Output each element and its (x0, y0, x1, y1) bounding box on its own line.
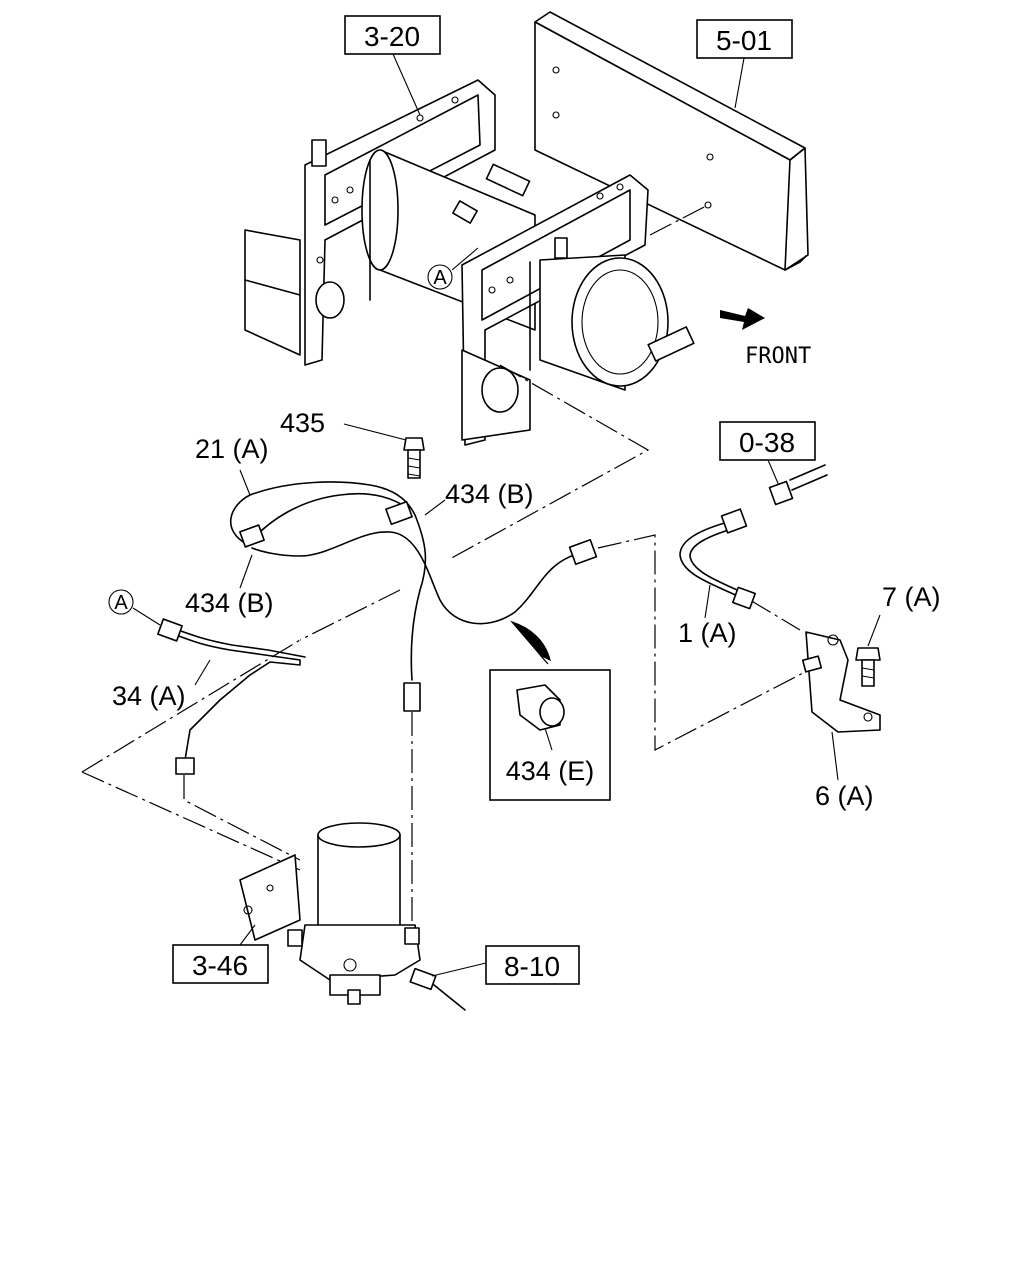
rear-air-tank-bracket (244, 79, 496, 366)
svg-text:5-01: 5-01 (716, 25, 772, 56)
air-dryer (239, 822, 421, 1005)
ref-box-5-01: 5-01 (696, 19, 793, 109)
pipe-1a: 1 (A) (678, 508, 756, 648)
centerline (183, 775, 301, 861)
arrow-icon (720, 308, 765, 330)
ref-box-3-46: 3-46 (172, 924, 269, 984)
centerline (81, 639, 301, 773)
centerline (649, 204, 709, 236)
label-6a: 6 (A) (815, 781, 874, 811)
svg-text:A: A (114, 592, 128, 614)
callout-circle-a-top: A (427, 247, 479, 290)
label-434b-left: 434 (B) (185, 588, 274, 618)
centerline (447, 364, 650, 561)
bolt-7a: 7 (A) (855, 582, 941, 687)
label-434e: 434 (E) (506, 756, 595, 786)
ref-box-0-38: 0-38 (719, 421, 828, 506)
svg-text:0-38: 0-38 (739, 427, 795, 458)
detail-box-434e: 434 (E) (489, 669, 611, 801)
label-1a: 1 (A) (678, 618, 737, 648)
callout-circle-a-left: A (108, 589, 161, 626)
connector-8-10: 8-10 (409, 945, 580, 1011)
label-7a: 7 (A) (882, 582, 941, 612)
label-434b-top: 434 (B) (445, 479, 534, 509)
front-air-tank (529, 237, 695, 391)
detail-arrow (510, 620, 551, 665)
centerline (81, 771, 301, 871)
svg-text:A: A (433, 267, 447, 289)
label-21a: 21 (A) (195, 434, 269, 464)
centerline (597, 534, 806, 751)
centerline (299, 589, 401, 641)
label-435: 435 (280, 408, 325, 438)
centerline (749, 599, 801, 631)
harness-21a: 21 (A) (195, 434, 598, 712)
front-label: FRONT (745, 344, 811, 369)
ref-box-3-20: 3-20 (344, 15, 441, 116)
svg-text:3-46: 3-46 (192, 950, 248, 981)
pipe-34a: A 34 (A) (108, 589, 306, 775)
bracket-6a: 6 (A) (801, 631, 881, 811)
svg-text:8-10: 8-10 (504, 951, 560, 982)
bolt-435: 435 (280, 408, 425, 479)
frame-rail (534, 11, 809, 271)
front-air-tank-bracket (461, 174, 649, 446)
svg-text:3-20: 3-20 (364, 21, 420, 52)
clip-434b-top: 434 (B) (424, 479, 534, 516)
clip-434b-left: 434 (B) (185, 554, 274, 618)
label-34a: 34 (A) (112, 681, 186, 711)
